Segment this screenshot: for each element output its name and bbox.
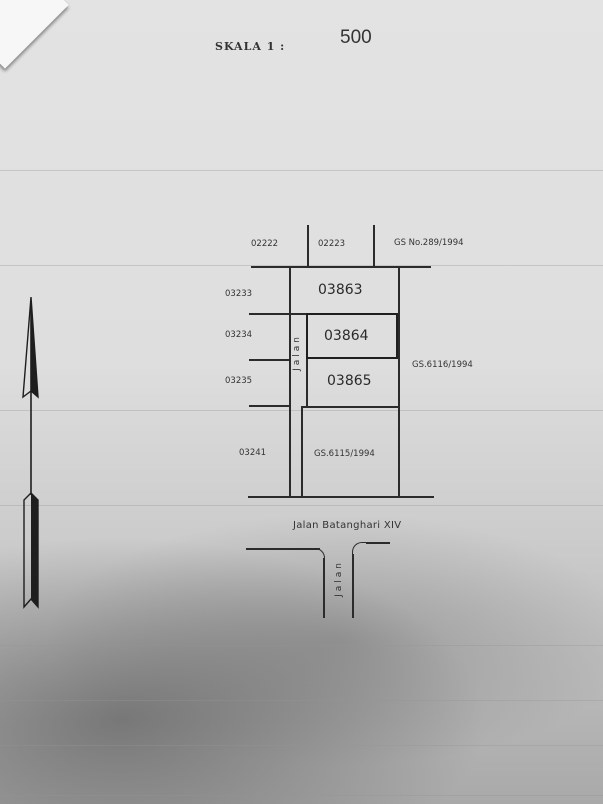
- scan-line: [0, 745, 603, 746]
- scan-line: [0, 170, 603, 171]
- boundary-line: [249, 405, 289, 407]
- road-edge-line: [366, 542, 390, 544]
- neighbor-parcel-label: 03234: [225, 330, 253, 340]
- neighbor-parcel-label: GS.6116/1994: [412, 360, 473, 370]
- road-curve: [312, 548, 325, 561]
- boundary-line: [248, 496, 434, 498]
- scan-line: [0, 795, 603, 796]
- boundary-line: [249, 313, 307, 315]
- road-label-main: Jalan Batanghari XIV: [293, 520, 402, 531]
- scan-line: [0, 645, 603, 646]
- boundary-line: [249, 359, 289, 361]
- scale-value: 500: [340, 27, 372, 48]
- scan-line: [0, 505, 603, 506]
- boundary-line: [251, 266, 431, 268]
- road-label-alley: Jalan: [292, 334, 302, 371]
- parcel-label: GS.6115/1994: [314, 449, 375, 459]
- folded-page-corner: [0, 0, 69, 69]
- boundary-line: [306, 313, 308, 407]
- road-curve: [352, 542, 367, 557]
- parcel-label: 03865: [327, 373, 372, 389]
- neighbor-parcel-label: 03235: [225, 376, 253, 386]
- boundary-line: [301, 406, 399, 408]
- scale-label: SKALA 1 :: [215, 40, 286, 53]
- neighbor-parcel-label: GS No.289/1994: [394, 238, 464, 248]
- road-edge-line: [246, 548, 320, 550]
- boundary-line: [373, 225, 375, 267]
- scan-line: [0, 700, 603, 701]
- parcel-label-highlighted: 03864: [324, 328, 369, 344]
- boundary-line: [307, 225, 309, 267]
- scan-line: [0, 265, 603, 266]
- neighbor-parcel-label: 03241: [239, 448, 267, 458]
- north-arrow-icon: [22, 296, 39, 609]
- neighbor-parcel-label: 03233: [225, 289, 253, 299]
- parcel-label: 03863: [318, 282, 363, 298]
- road-edge-line: [323, 558, 325, 618]
- road-label-side: Jalan: [334, 560, 344, 597]
- boundary-line: [301, 406, 303, 497]
- boundary-line: [398, 266, 400, 497]
- highlighted-parcel-outline: [306, 313, 398, 359]
- boundary-line: [289, 266, 291, 497]
- neighbor-parcel-label: 02223: [318, 239, 346, 249]
- neighbor-parcel-label: 02222: [251, 239, 279, 249]
- road-edge-line: [352, 554, 354, 618]
